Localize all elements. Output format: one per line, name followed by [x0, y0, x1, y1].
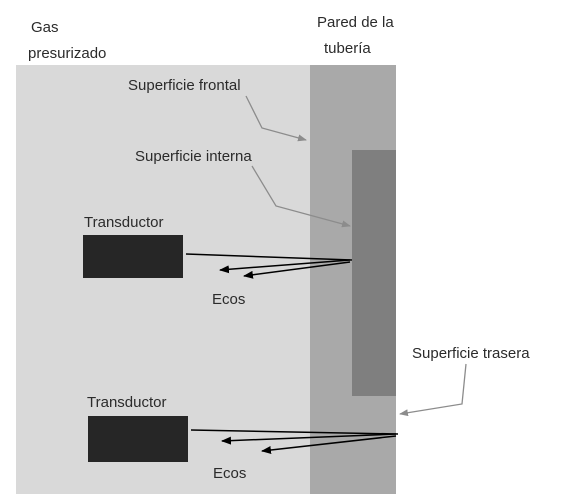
pipe-wall-label-line1: Pared de la — [317, 14, 394, 31]
gas-label-line2: presurizado — [28, 45, 106, 62]
echo-arrows-bottom — [190, 429, 399, 454]
back-surface-label: Superficie trasera — [412, 345, 530, 362]
pipe-wall-label-line2: tubería — [324, 40, 371, 57]
inner-surface-defect — [352, 150, 396, 396]
front-surface-label: Superficie frontal — [128, 77, 241, 94]
transducer-bottom — [88, 416, 188, 462]
transducer-top — [83, 235, 183, 278]
echoes-top-label: Ecos — [212, 291, 245, 308]
transducer-top-label: Transductor — [84, 214, 163, 231]
transducer-bottom-label: Transductor — [87, 394, 166, 411]
gas-label-line1: Gas — [31, 19, 59, 36]
front-surface-leader — [245, 95, 307, 142]
echo-arrows-top — [185, 253, 353, 279]
back-surface-leader — [399, 363, 467, 417]
echoes-bottom-label: Ecos — [213, 465, 246, 482]
inner-surface-leader — [251, 165, 351, 228]
inner-surface-label: Superficie interna — [135, 148, 252, 165]
